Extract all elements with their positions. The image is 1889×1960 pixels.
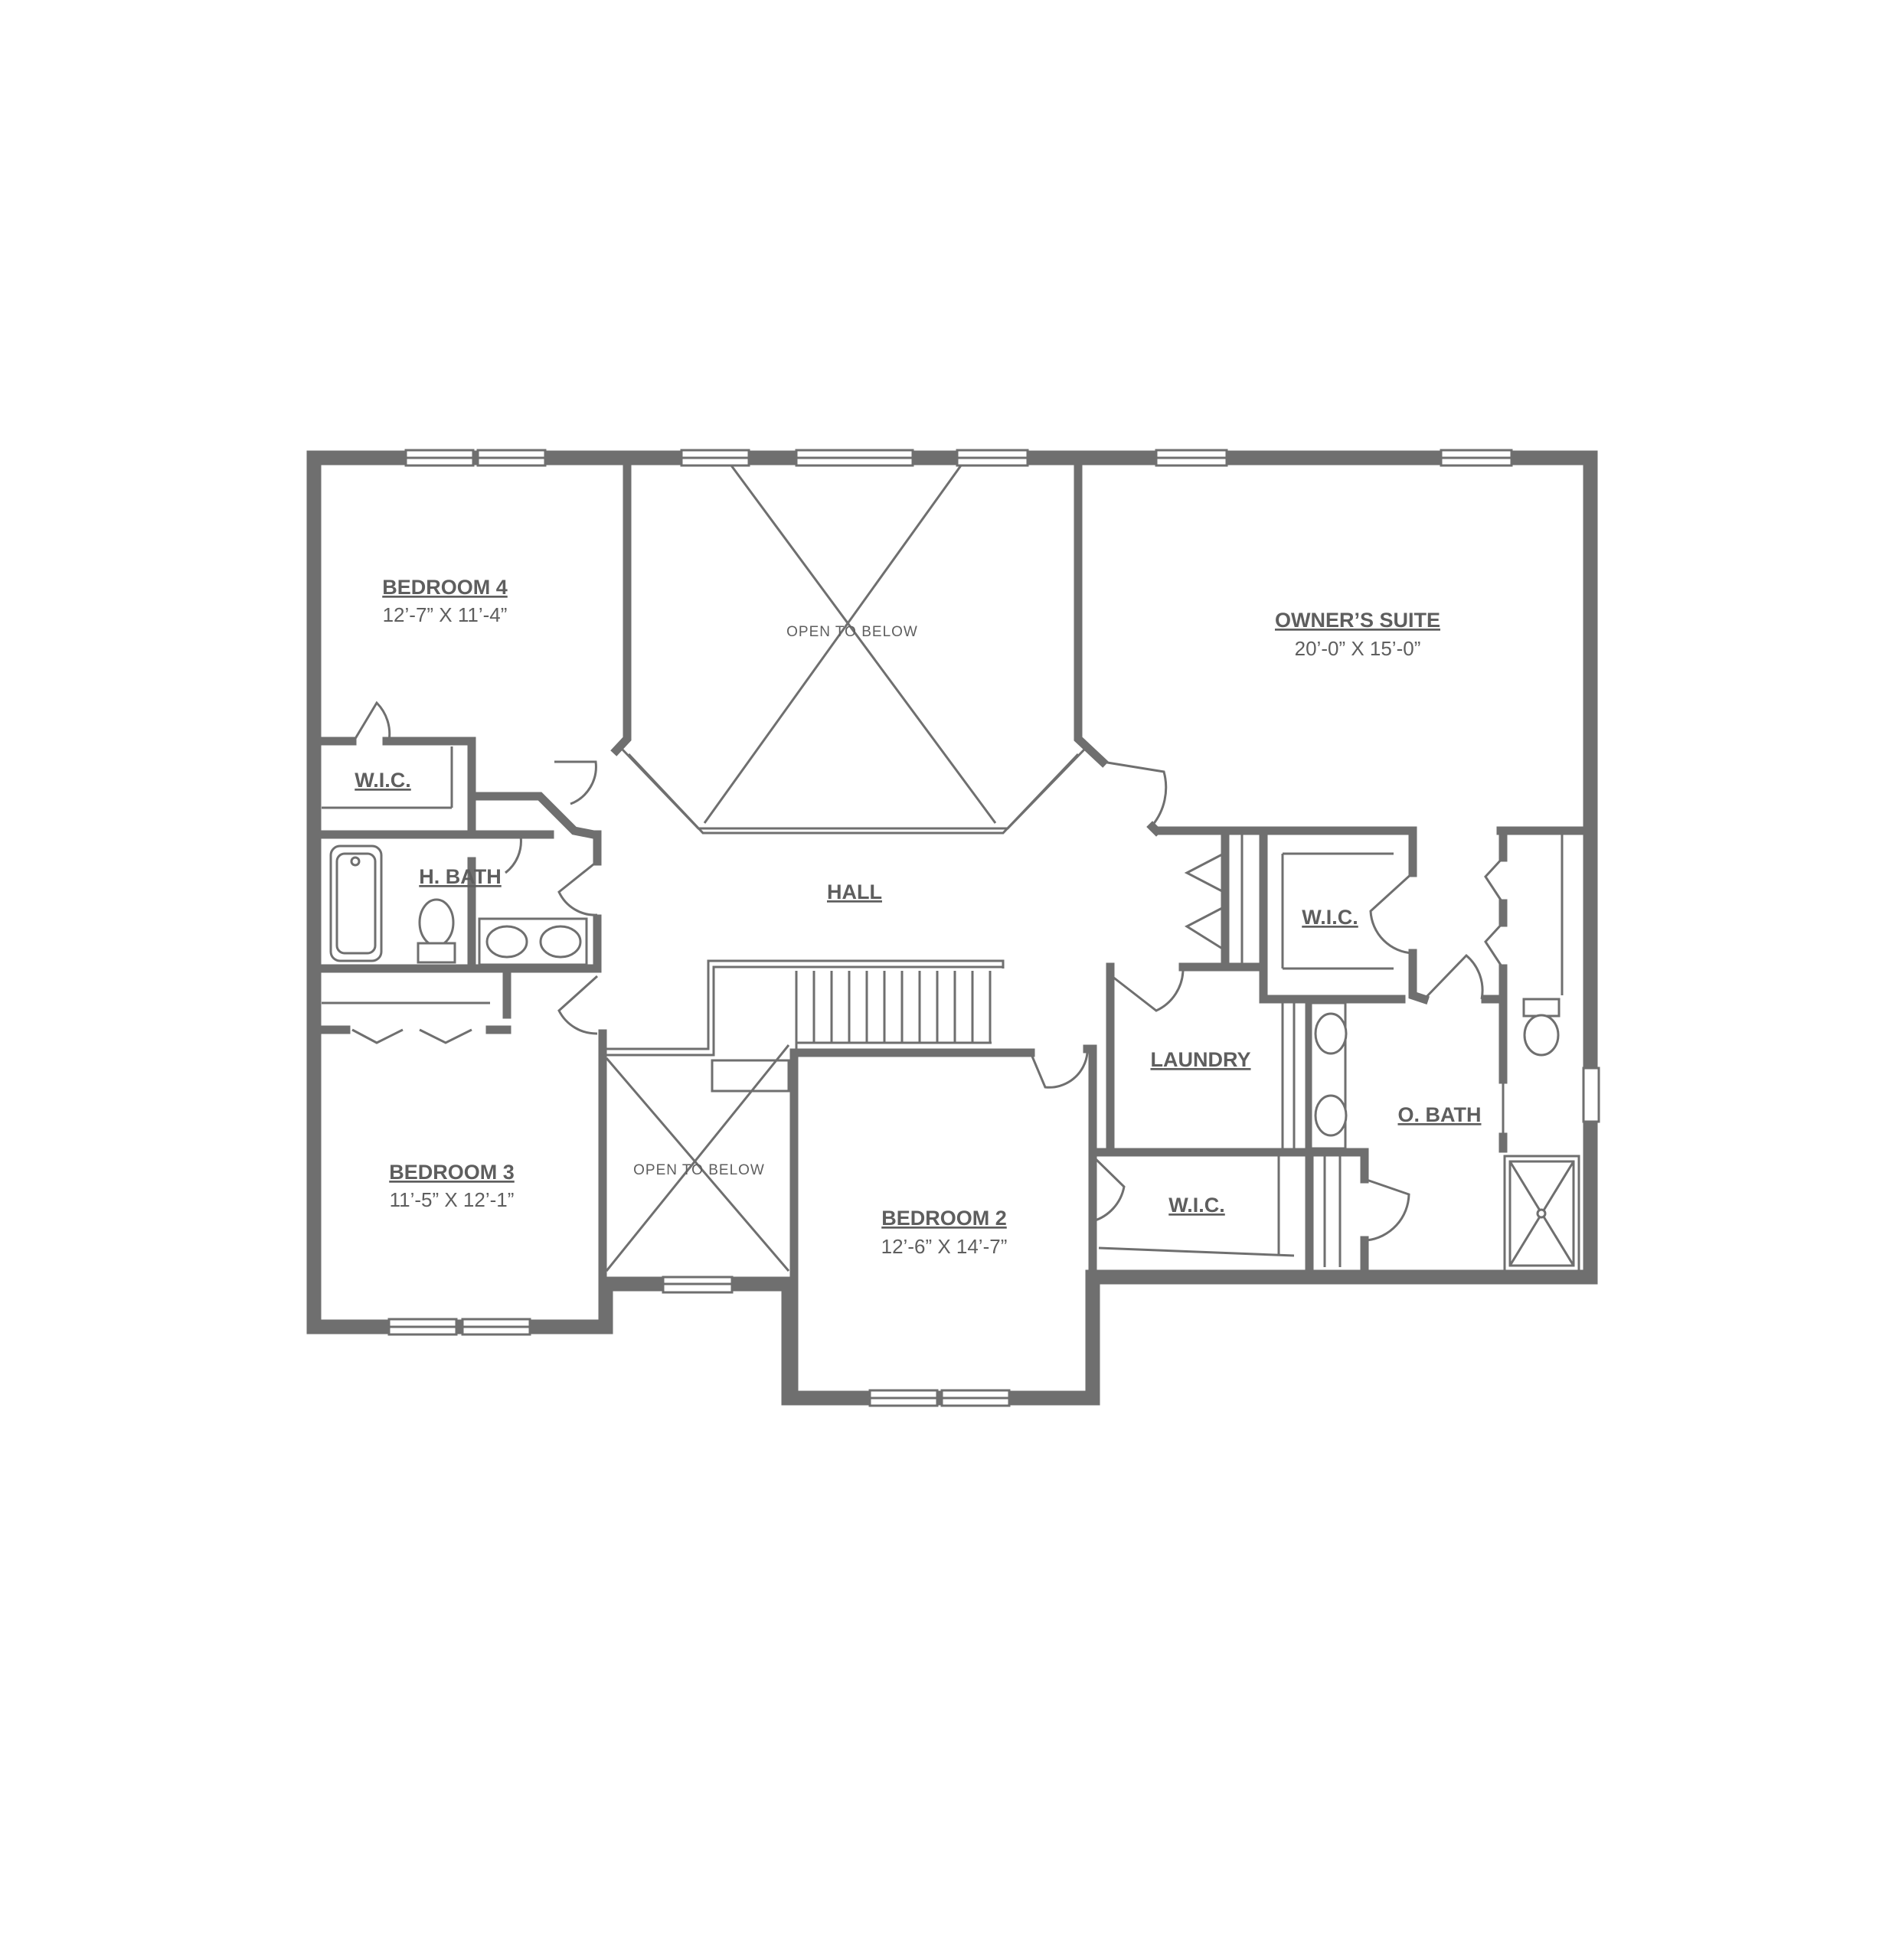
bedroom2-dims: 12’-6” X 14’-7”	[881, 1235, 1008, 1258]
doors	[351, 701, 1505, 1242]
wic-owner-name: W.I.C.	[1302, 906, 1358, 929]
interior-walls	[317, 459, 1590, 1398]
windows	[387, 449, 1600, 1407]
open-to-below-bottom-railing	[605, 959, 1005, 1272]
room-labels: BEDROOM 4 12’-7” X 11’-4” OPEN TO BELOW …	[355, 576, 1481, 1258]
owners-suite-name: OWNER’S SUITE	[1275, 609, 1440, 632]
bedroom3-dims: 11’-5” X 12’-1”	[390, 1188, 515, 1211]
bedroom4-dims: 12’-7” X 11’-4”	[383, 603, 508, 626]
owners-suite-dims: 20’-0” X 15’-0”	[1295, 637, 1421, 660]
bedroom2-name: BEDROOM 2	[881, 1207, 1007, 1230]
o-bath-name: O. BATH	[1398, 1103, 1482, 1126]
wic-bedroom4-name: W.I.C.	[355, 769, 411, 792]
stairs	[711, 971, 992, 1093]
closet-shelves	[322, 746, 1564, 1267]
wic-bedroom2-name: W.I.C.	[1168, 1194, 1225, 1217]
open-to-below-top-railing	[620, 465, 1087, 835]
o-bath-fixtures	[1309, 998, 1580, 1272]
h-bath-name: H. BATH	[419, 865, 502, 888]
laundry-name: LAUNDRY	[1151, 1048, 1251, 1071]
open-to-below-top-label: OPEN TO BELOW	[786, 624, 918, 640]
h-bath-fixtures	[329, 844, 588, 966]
bedroom4-name: BEDROOM 4	[382, 576, 508, 599]
bedroom3-name: BEDROOM 3	[389, 1161, 515, 1184]
open-to-below-bottom-label: OPEN TO BELOW	[633, 1162, 765, 1178]
hall-name: HALL	[827, 880, 882, 903]
